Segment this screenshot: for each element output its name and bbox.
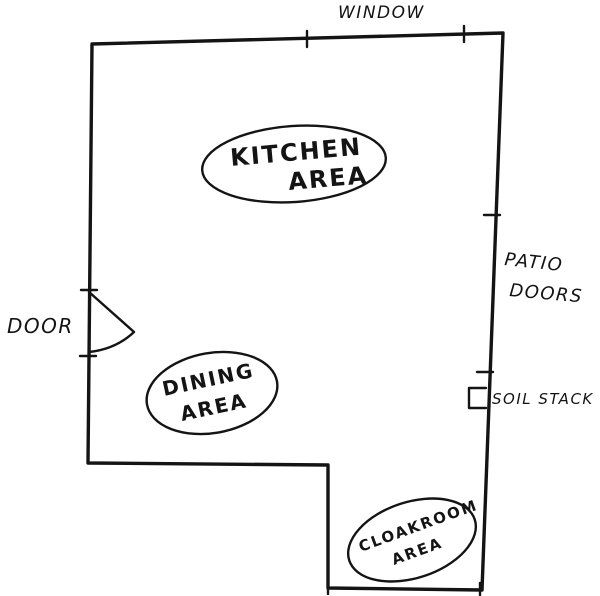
- door-label: DOOR: [7, 314, 74, 338]
- window-label: WINDOW: [338, 3, 425, 23]
- patio-doors-label-line1: PATIO: [503, 249, 564, 276]
- door-swing: [87, 290, 136, 354]
- soil-stack-label: SOIL STACK: [492, 390, 594, 408]
- kitchen-bubble: [200, 124, 388, 204]
- dining-bubble: [145, 350, 279, 436]
- kitchen-label-line2: AREA: [287, 161, 369, 196]
- outer-wall: [86, 31, 505, 592]
- cloakroom-bubble: [346, 497, 478, 583]
- patio-doors-label-line2: DOORS: [509, 280, 584, 307]
- soil-stack: [467, 386, 488, 410]
